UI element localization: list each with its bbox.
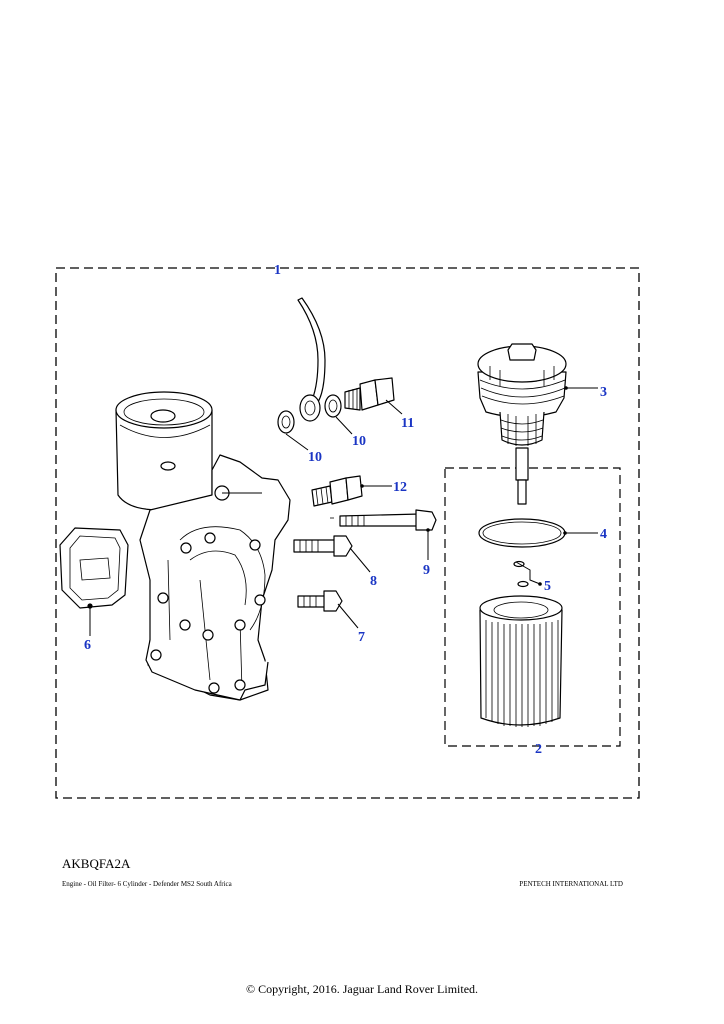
company-name: PENTECH INTERNATIONAL LTD xyxy=(519,880,623,888)
large-o-ring[interactable] xyxy=(478,518,566,548)
callout-10-right: 10 xyxy=(352,434,366,449)
callout-6: 6 xyxy=(84,638,91,653)
callout-3: 3 xyxy=(600,385,607,400)
callout-5: 5 xyxy=(544,579,551,594)
oil-filter-element[interactable] xyxy=(479,595,563,727)
medium-bolt[interactable] xyxy=(293,535,353,557)
assembly-boundary-box xyxy=(55,267,640,799)
oil-filter-housing[interactable] xyxy=(115,391,291,701)
callout-10-left: 10 xyxy=(308,450,322,465)
leader-dots xyxy=(88,386,568,608)
callout-1: 1 xyxy=(274,263,281,278)
diagram-caption: Engine - Oil Filter- 6 Cylinder - Defend… xyxy=(62,880,232,888)
callout-9: 9 xyxy=(423,563,430,578)
oil-filter-cap[interactable] xyxy=(477,343,567,505)
copyright-notice: © Copyright, 2016. Jaguar Land Rover Lim… xyxy=(245,982,479,996)
banjo-bolt[interactable] xyxy=(344,377,395,411)
housing-gasket[interactable] xyxy=(59,527,129,609)
short-bolt[interactable] xyxy=(297,590,343,612)
callout-2: 2 xyxy=(535,742,542,757)
callout-11: 11 xyxy=(401,416,414,431)
sealing-washer-left[interactable] xyxy=(277,410,295,434)
sealing-washer-right[interactable] xyxy=(324,394,342,418)
callout-7: 7 xyxy=(358,630,365,645)
leader-lines xyxy=(89,387,598,636)
callout-8: 8 xyxy=(370,574,377,589)
callout-4: 4 xyxy=(600,527,607,542)
oil-pressure-sensor[interactable] xyxy=(311,475,363,507)
oil-feed-pipe[interactable] xyxy=(297,297,326,422)
filter-kit-boundary-box xyxy=(444,467,621,747)
diagram-reference-code: AKBQFA2A xyxy=(62,856,131,871)
callout-12: 12 xyxy=(393,480,407,495)
long-bolt[interactable] xyxy=(330,509,437,531)
